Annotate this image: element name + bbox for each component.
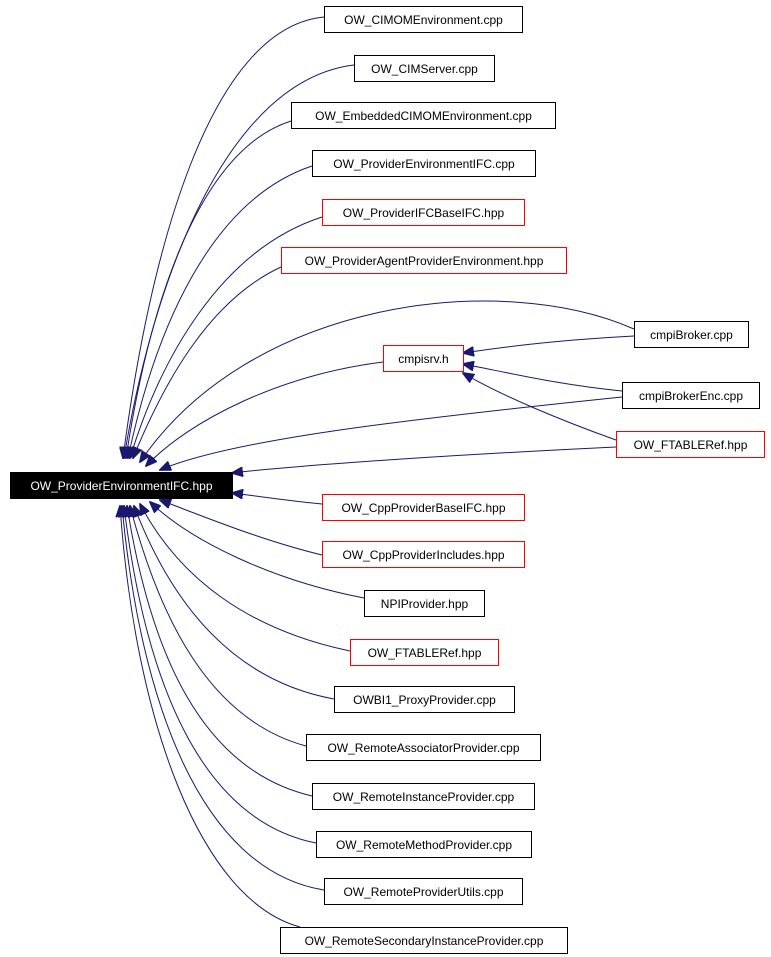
- node-box-n7: [383, 345, 464, 372]
- node-n13[interactable]: NPIProvider.hpp: [364, 590, 485, 617]
- edge-n17-root: [127, 506, 313, 797]
- edges: [120, 16, 635, 928]
- node-n11[interactable]: OW_CppProviderBaseIFC.hpp: [322, 494, 525, 521]
- node-box-n20: [280, 927, 568, 954]
- node-box-n17: [312, 783, 535, 810]
- node-label-n20: OW_RemoteSecondaryInstanceProvider.cpp: [305, 934, 544, 948]
- node-label-n4: OW_ProviderEnvironmentIFC.cpp: [333, 157, 515, 171]
- nodes: OW_ProviderEnvironmentIFC.hpp OW_CIMOMEnv…: [10, 6, 765, 954]
- node-label-root: OW_ProviderEnvironmentIFC.hpp: [30, 479, 212, 493]
- node-label-n5: OW_ProviderIFCBaseIFC.hpp: [343, 206, 505, 220]
- node-label-n8: cmpiBroker.cpp: [650, 328, 733, 342]
- node-n16[interactable]: OW_RemoteAssociatorProvider.cpp: [306, 734, 541, 761]
- edge-n2-root: [124, 64, 355, 458]
- edge-n9-root: [160, 396, 623, 470]
- edge-n8-root: [140, 300, 635, 462]
- node-label-n16: OW_RemoteAssociatorProvider.cpp: [327, 741, 519, 755]
- node-label-n2: OW_CIMServer.cpp: [371, 62, 478, 76]
- node-n6[interactable]: OW_ProviderAgentProviderEnvironment.hpp: [281, 247, 567, 274]
- node-root[interactable]: OW_ProviderEnvironmentIFC.hpp: [10, 472, 233, 499]
- node-label-n15: OWBI1_ProxyProvider.cpp: [353, 693, 496, 707]
- node-box-n12: [322, 541, 525, 568]
- edge-n12-root: [160, 500, 323, 556]
- edge-n7-root: [146, 361, 384, 466]
- node-box-n8: [634, 321, 749, 348]
- edge-n9-n7: [463, 364, 623, 392]
- node-n12[interactable]: OW_CppProviderIncludes.hpp: [322, 541, 525, 568]
- node-label-n19: OW_RemoteProviderUtils.cpp: [343, 885, 503, 899]
- node-n14[interactable]: OW_FTABLERef.hpp: [350, 639, 499, 666]
- node-n3[interactable]: OW_EmbeddedCIMOMEnvironment.cpp: [291, 102, 556, 129]
- node-box-n5: [322, 199, 525, 226]
- node-n7[interactable]: cmpisrv.h: [383, 345, 464, 372]
- node-n10[interactable]: OW_FTABLERef.hpp: [616, 431, 765, 458]
- edge-n5-root: [130, 216, 323, 458]
- node-label-n12: OW_CppProviderIncludes.hpp: [342, 548, 504, 562]
- node-box-root: [10, 472, 233, 499]
- edge-n18-root: [124, 506, 317, 844]
- node-label-n7: cmpisrv.h: [398, 352, 448, 366]
- node-label-n14: OW_FTABLERef.hpp: [368, 646, 482, 660]
- edge-n16-root: [130, 506, 307, 747]
- edge-n10-n7: [463, 373, 617, 441]
- edge-n13-root: [150, 502, 365, 599]
- node-n17[interactable]: OW_RemoteInstanceProvider.cpp: [312, 783, 535, 810]
- node-box-n19: [324, 878, 523, 905]
- node-box-n4: [312, 150, 536, 177]
- node-box-n13: [364, 590, 485, 617]
- edge-n11-root: [232, 493, 323, 505]
- edge-n3-root: [126, 120, 292, 458]
- node-n15[interactable]: OWBI1_ProxyProvider.cpp: [334, 686, 515, 713]
- node-n5[interactable]: OW_ProviderIFCBaseIFC.hpp: [322, 199, 525, 226]
- node-label-n13: NPIProvider.hpp: [381, 597, 469, 611]
- node-n1[interactable]: OW_CIMOMEnvironment.cpp: [324, 6, 523, 33]
- node-box-n1: [324, 6, 523, 33]
- node-label-n11: OW_CppProviderBaseIFC.hpp: [341, 501, 505, 515]
- edge-n1-root: [123, 16, 325, 458]
- node-box-n6: [281, 247, 567, 274]
- node-box-n15: [334, 686, 515, 713]
- node-box-n11: [322, 494, 525, 521]
- edge-n8-n7: [463, 335, 635, 353]
- node-box-n18: [316, 831, 532, 858]
- node-n18[interactable]: OW_RemoteMethodProvider.cpp: [316, 831, 532, 858]
- node-box-n9: [622, 382, 760, 409]
- node-n9[interactable]: cmpiBrokerEnc.cpp: [622, 382, 760, 409]
- node-n4[interactable]: OW_ProviderEnvironmentIFC.cpp: [312, 150, 536, 177]
- node-label-n9: cmpiBrokerEnc.cpp: [639, 389, 743, 403]
- edge-n15-root: [134, 506, 335, 700]
- node-n8[interactable]: cmpiBroker.cpp: [634, 321, 749, 348]
- node-label-n3: OW_EmbeddedCIMOMEnvironment.cpp: [315, 109, 532, 123]
- edge-n14-root: [140, 504, 351, 652]
- node-box-n3: [291, 102, 556, 129]
- edge-n10-root: [232, 446, 617, 473]
- edge-n20-root: [120, 506, 301, 928]
- node-label-n6: OW_ProviderAgentProviderEnvironment.hpp: [305, 254, 544, 268]
- node-box-n16: [306, 734, 541, 761]
- node-box-n14: [350, 639, 499, 666]
- node-n2[interactable]: OW_CIMServer.cpp: [354, 55, 495, 82]
- node-label-n18: OW_RemoteMethodProvider.cpp: [336, 838, 512, 852]
- node-box-n2: [354, 55, 495, 82]
- node-label-n1: OW_CIMOMEnvironment.cpp: [344, 13, 503, 27]
- node-label-n10: OW_FTABLERef.hpp: [634, 438, 748, 452]
- edge-n19-root: [122, 506, 325, 891]
- edge-n6-root: [133, 266, 282, 458]
- node-n19[interactable]: OW_RemoteProviderUtils.cpp: [324, 878, 523, 905]
- node-box-n10: [616, 431, 765, 458]
- node-n20[interactable]: OW_RemoteSecondaryInstanceProvider.cpp: [280, 927, 568, 954]
- node-label-n17: OW_RemoteInstanceProvider.cpp: [333, 790, 515, 804]
- edge-n4-root: [128, 165, 313, 458]
